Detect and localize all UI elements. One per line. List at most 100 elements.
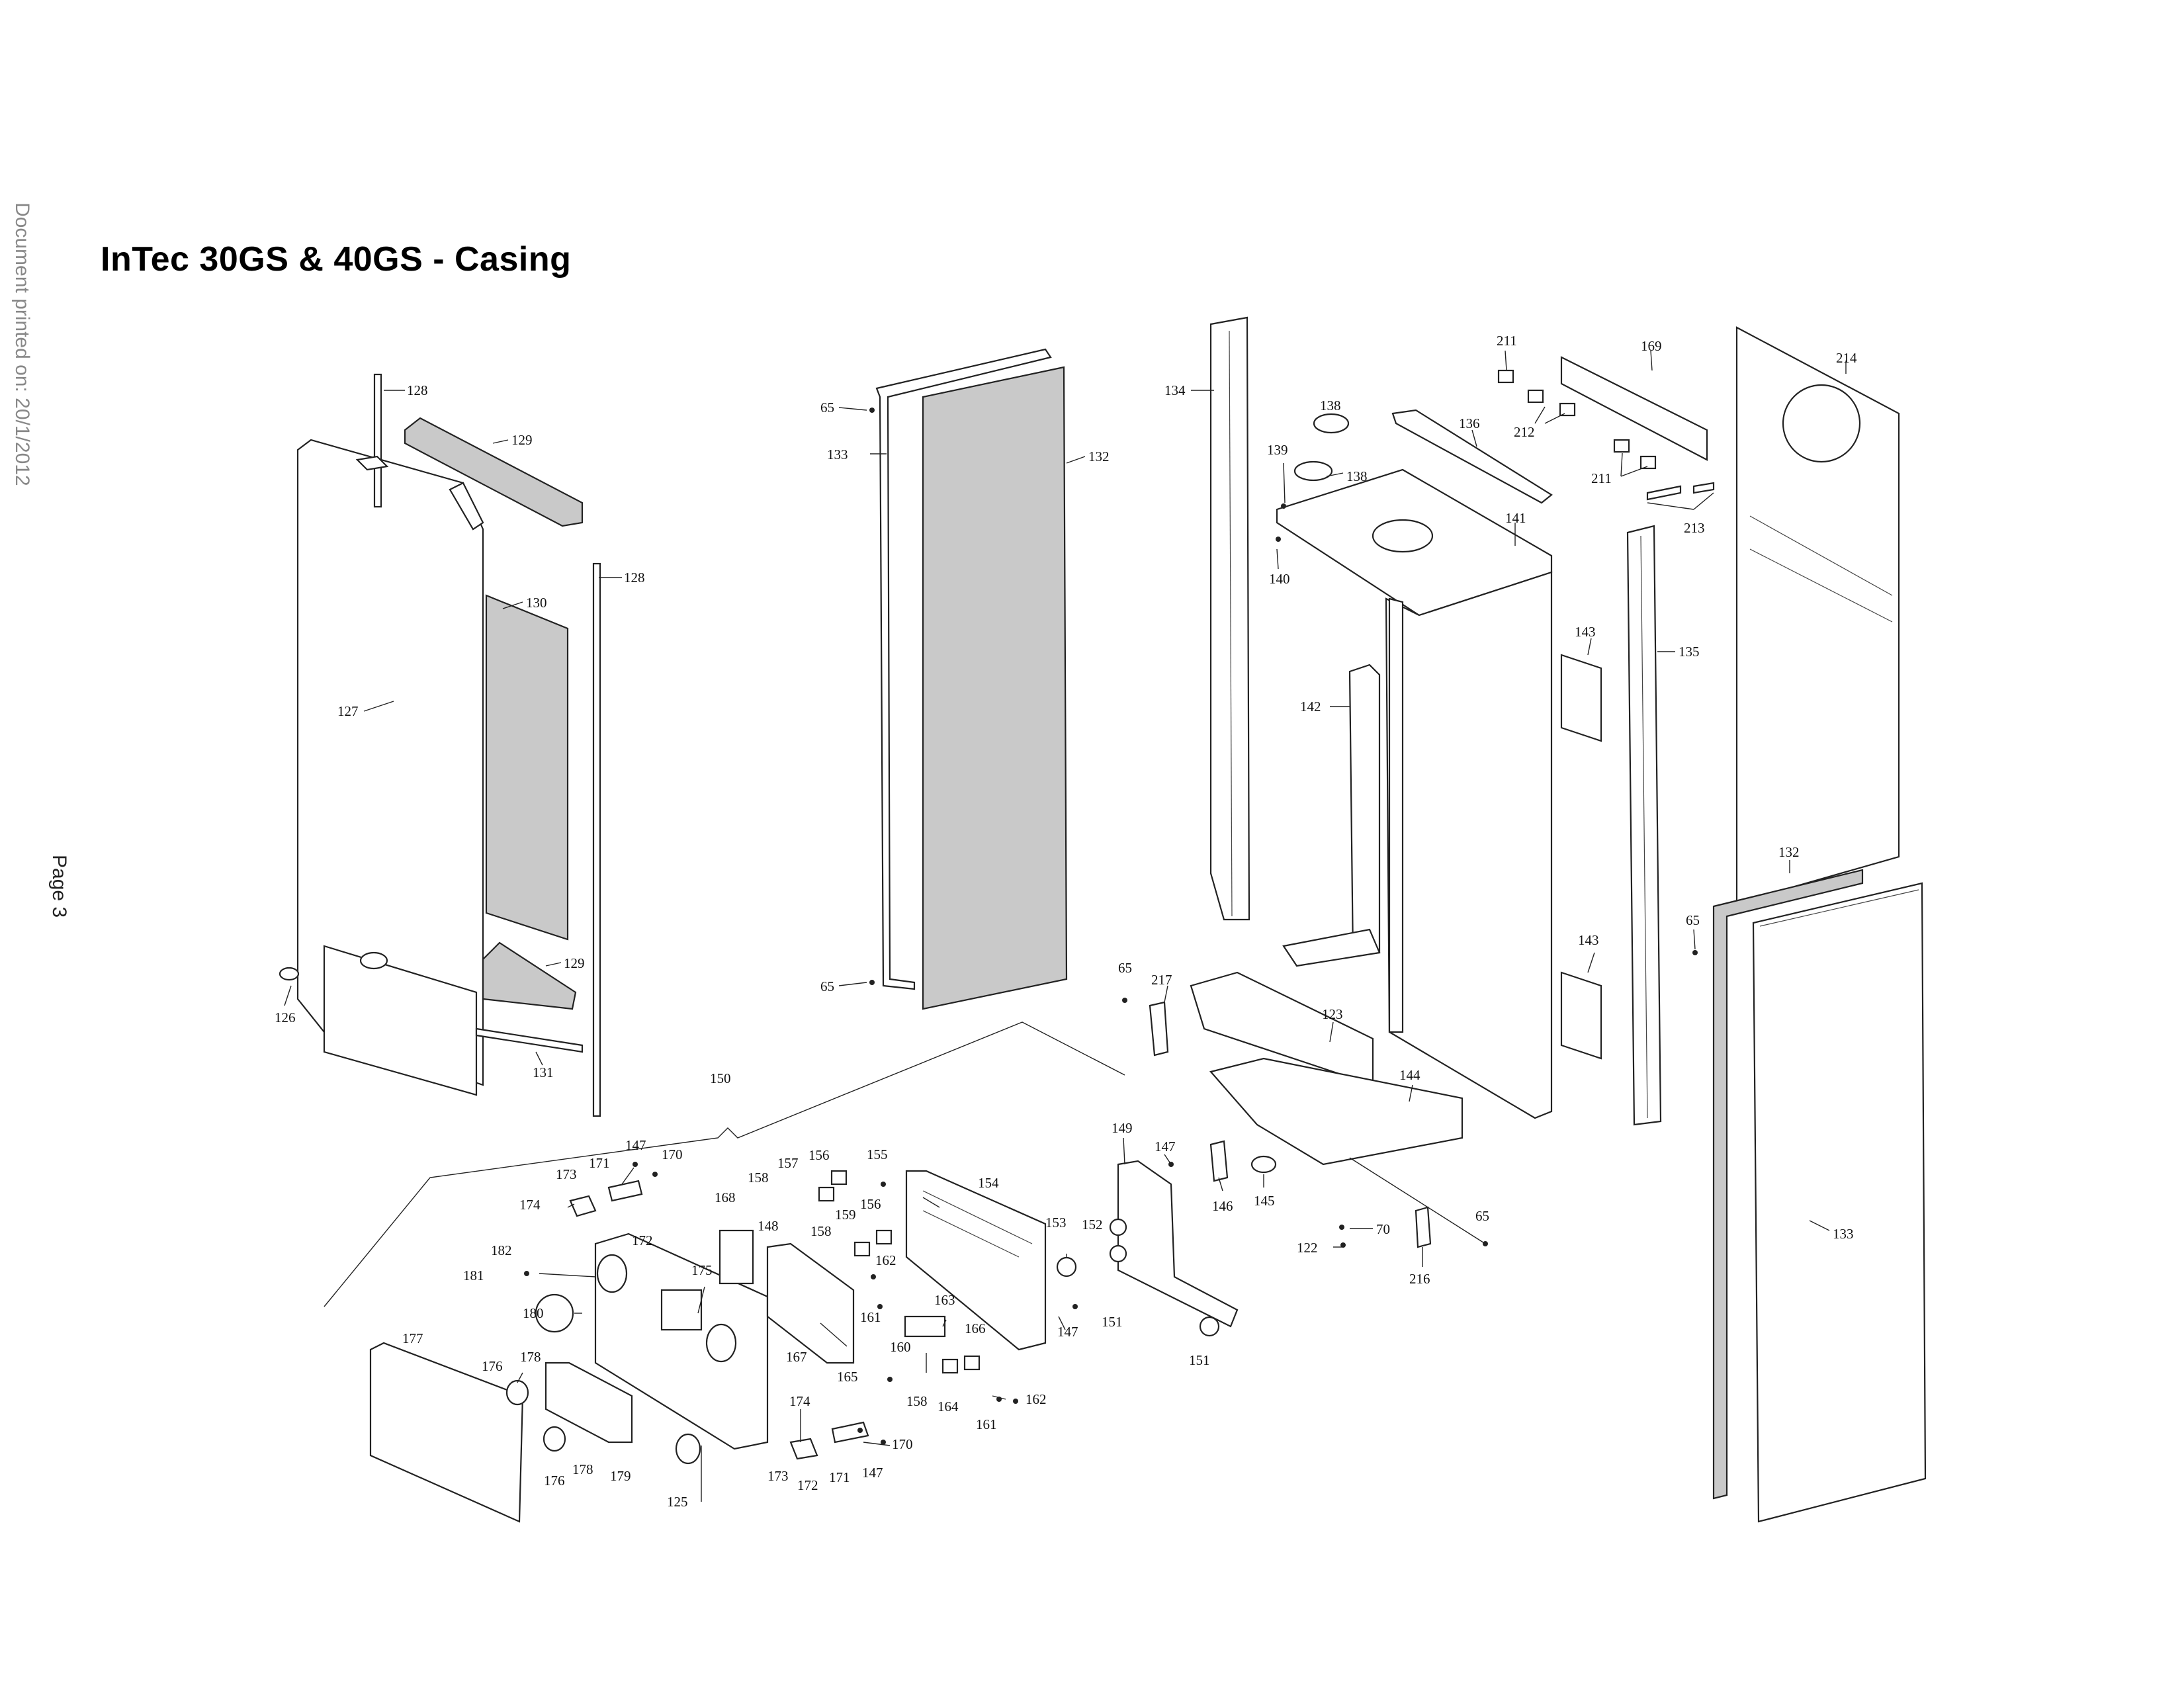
fascia-175 [594, 1233, 769, 1450]
rail-134 [1209, 316, 1250, 921]
callout-127: 127 [337, 703, 359, 719]
callout-212: 212 [1514, 424, 1535, 440]
callout-65-e: 65 [1475, 1208, 1489, 1224]
callout-126: 126 [275, 1010, 296, 1025]
callout-175: 175 [691, 1262, 713, 1278]
callout-138-a: 138 [1320, 398, 1341, 413]
callout-216: 216 [1409, 1271, 1430, 1287]
callout-173-a: 173 [556, 1166, 577, 1182]
side-panel-group [869, 348, 1068, 1010]
callout-142: 142 [1300, 699, 1321, 714]
template-214 [1735, 326, 1900, 904]
plate-164 [941, 1358, 959, 1374]
shelf-129-bottom [482, 941, 577, 1010]
callout-182: 182 [491, 1242, 512, 1258]
connector-146 [1209, 1140, 1229, 1182]
panel-154 [905, 1170, 1047, 1351]
callout-65-a: 65 [820, 400, 834, 415]
relay-156b [875, 1229, 893, 1245]
callout-125: 125 [667, 1494, 688, 1510]
side-panel-133-right [1752, 882, 1927, 1523]
bolt-213a [1646, 485, 1682, 501]
callout-157: 157 [777, 1155, 799, 1171]
callout-152: 152 [1082, 1217, 1103, 1233]
callout-147-a: 147 [1155, 1139, 1176, 1154]
front-case-group [279, 373, 601, 1117]
grommet-145 [1250, 1155, 1277, 1174]
callout-123: 123 [1322, 1006, 1343, 1022]
callout-141: 141 [1505, 510, 1526, 526]
controls-group [324, 1021, 1239, 1523]
grommet-138a [1313, 413, 1350, 434]
clip-211b [1613, 439, 1630, 453]
callout-151-b: 151 [1189, 1352, 1210, 1368]
knob-176a [505, 1379, 529, 1406]
callout-162-b: 162 [1026, 1391, 1047, 1407]
callout-170-a: 170 [662, 1146, 683, 1162]
callout-159: 159 [835, 1207, 856, 1223]
front-case-lower [323, 945, 478, 1096]
callout-131: 131 [533, 1064, 554, 1080]
callout-139: 139 [1267, 442, 1288, 458]
shelf-129-top [404, 417, 584, 527]
callout-211-b: 211 [1591, 470, 1612, 486]
clip-212b [1559, 402, 1576, 417]
callout-65-b: 65 [820, 978, 834, 994]
door-177 [369, 1342, 524, 1523]
callout-155: 155 [867, 1146, 888, 1162]
callout-161-a: 161 [860, 1309, 881, 1325]
bracket-143b [1560, 971, 1602, 1060]
callout-129-bottom: 129 [564, 955, 585, 971]
callout-166: 166 [965, 1320, 986, 1336]
callout-122: 122 [1297, 1240, 1318, 1256]
side-panel-132-right [1712, 869, 1864, 1500]
page-title: InTec 30GS & 40GS - Casing [101, 240, 572, 279]
callout-148: 148 [758, 1218, 779, 1234]
right-panels-group [1692, 326, 1927, 1523]
plate-216 [1415, 1206, 1432, 1248]
chassis-group [1122, 316, 1715, 1248]
clip-211a [1497, 369, 1514, 384]
callout-162-a: 162 [875, 1252, 896, 1268]
callout-167: 167 [786, 1349, 807, 1365]
pcb-167 [766, 1242, 855, 1364]
callout-147-d: 147 [862, 1465, 883, 1481]
clip-126 [279, 967, 300, 981]
callout-163: 163 [934, 1292, 955, 1308]
switch-174b [789, 1438, 818, 1460]
callout-138-b: 138 [1346, 468, 1368, 484]
callout-130: 130 [526, 595, 547, 611]
switch-171a [607, 1180, 643, 1202]
callout-179: 179 [610, 1468, 631, 1484]
relay-166 [963, 1355, 981, 1371]
switch-171b [831, 1421, 869, 1444]
callout-65-c: 65 [1686, 912, 1700, 928]
front-case-127 [296, 439, 484, 1086]
callout-170-b: 170 [892, 1436, 913, 1452]
cap-153 [1056, 1256, 1077, 1277]
callout-169: 169 [1641, 338, 1662, 354]
callout-214: 214 [1836, 350, 1857, 366]
callout-213: 213 [1684, 520, 1705, 536]
board-168 [719, 1229, 754, 1285]
callout-132-b: 132 [1778, 844, 1800, 860]
callout-146: 146 [1212, 1198, 1233, 1214]
callout-176-a: 176 [482, 1358, 503, 1374]
callout-128-right: 128 [624, 570, 645, 585]
strip-128-top [373, 373, 382, 508]
strip-131 [475, 1027, 584, 1053]
callout-161-b: 161 [976, 1416, 997, 1432]
clip-211c [1639, 455, 1657, 470]
pcb-163 [904, 1315, 946, 1338]
callout-147-c: 147 [1057, 1324, 1078, 1340]
knob-125 [675, 1433, 701, 1465]
bolt-213b [1692, 482, 1715, 494]
callout-180: 180 [523, 1305, 544, 1321]
front-case-rim [449, 482, 484, 531]
callout-128-top: 128 [407, 382, 428, 398]
grommet-138b [1293, 460, 1333, 482]
callout-171-a: 171 [589, 1155, 610, 1171]
callout-171-b: 171 [829, 1469, 850, 1485]
callout-143-b: 143 [1578, 932, 1599, 948]
